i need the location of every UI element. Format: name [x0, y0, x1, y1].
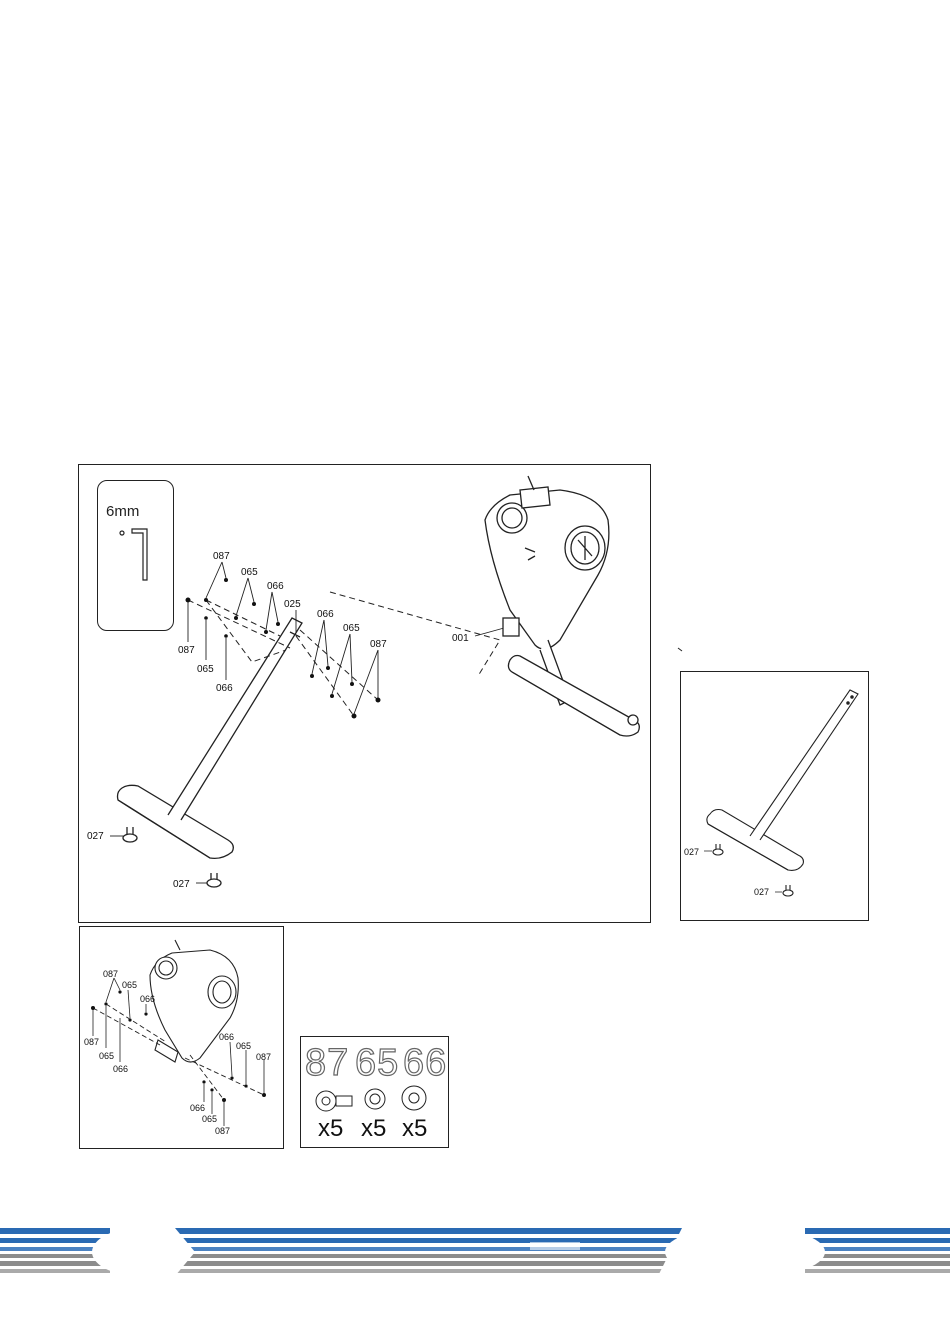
spring-washer-icon [365, 1089, 385, 1109]
hardware-qty-65: x5 [361, 1115, 386, 1142]
bolt-icon [316, 1091, 352, 1111]
hardware-code-65: 65 [355, 1042, 399, 1084]
hardware-code-66: 66 [403, 1042, 447, 1084]
hardware-qty-87: x5 [318, 1115, 343, 1142]
footer-stripes [0, 1222, 950, 1282]
hardware-qty-66: x5 [402, 1115, 427, 1142]
hardware-code-87: 87 [305, 1042, 349, 1084]
flat-washer-icon [402, 1086, 426, 1110]
